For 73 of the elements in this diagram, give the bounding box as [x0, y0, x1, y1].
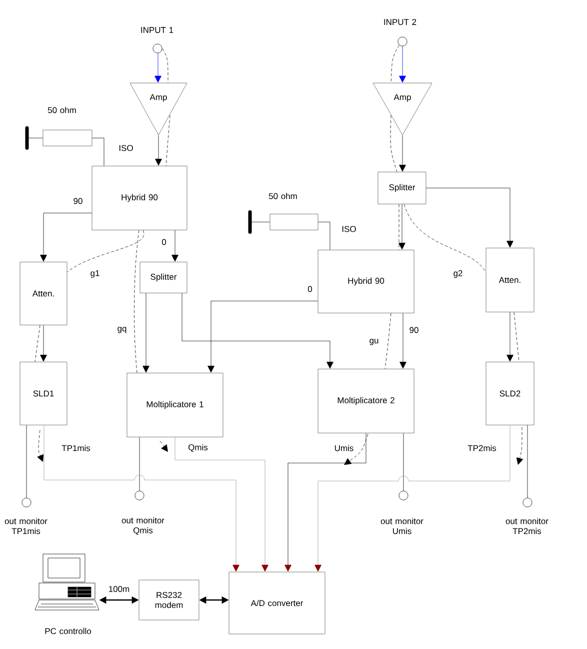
dashed-line — [34, 325, 40, 362]
arrow — [400, 313, 406, 369]
node-caption: out monitor Umis — [380, 518, 424, 534]
edge-label: TP2mis — [466, 444, 498, 452]
edge-label: 90 — [408, 326, 420, 334]
connector-line — [139, 437, 140, 491]
arrow — [314, 425, 510, 572]
block-box: Hybrid 90 — [92, 166, 188, 230]
arrow — [44, 425, 240, 572]
dashed-line — [166, 115, 170, 166]
arrow — [154, 53, 162, 83]
connector-line — [92, 138, 104, 166]
node-caption: PC controllo — [45, 628, 92, 634]
arrow — [40, 212, 92, 262]
block-box: RS232 modem — [138, 580, 200, 620]
dashed-line — [404, 204, 486, 272]
arrow — [284, 433, 366, 572]
edge-label: TP1mis — [60, 444, 92, 452]
connector-line — [318, 222, 330, 250]
edge-label: ISO — [118, 144, 134, 152]
node-caption: 50 ohm — [268, 192, 297, 200]
connector-line — [527, 425, 528, 498]
block-box: Splitter — [140, 262, 188, 294]
arrow — [208, 300, 318, 373]
arrow — [40, 325, 47, 362]
block-box: Hybrid 90 — [318, 250, 414, 314]
node-caption: INPUT 2 — [384, 19, 416, 26]
edge-label: ISO — [340, 225, 358, 234]
connector-line — [403, 433, 404, 491]
arrow — [399, 135, 406, 172]
dashed-line — [384, 313, 392, 369]
node-caption: out monitor TP2mis — [506, 518, 548, 534]
edge-label: Qmis — [187, 443, 209, 453]
block-box: SLD1 — [20, 362, 68, 426]
node-caption: out monitor Qmis — [122, 517, 164, 535]
arrow — [426, 188, 514, 248]
arrow — [399, 46, 406, 83]
edge-label: 0 — [306, 285, 314, 294]
dashed-line — [514, 312, 520, 362]
node-caption: out monitor TP1mis — [4, 518, 48, 534]
block-box: Moltiplicatore 2 — [318, 368, 414, 434]
block-box: Moltiplicatore 1 — [126, 372, 224, 438]
dashed-line — [390, 44, 400, 83]
arrow — [182, 293, 334, 369]
dashed-line — [134, 230, 140, 373]
block-box: A/D converter — [228, 572, 326, 634]
amplifier-triangle: Amp — [372, 82, 432, 136]
block-box: Atten. — [20, 262, 68, 326]
edge-label: 0 — [160, 238, 168, 246]
amplifier-triangle: Amp — [130, 82, 188, 136]
connector-line — [26, 425, 27, 498]
edge-label: g1 — [89, 269, 101, 279]
arrow — [142, 293, 150, 373]
node-caption: INPUT 1 — [141, 27, 174, 33]
node-caption: 50 ohm — [48, 106, 76, 114]
dashed-line — [162, 48, 168, 83]
arrow — [174, 437, 268, 572]
dashed-line — [67, 230, 144, 272]
edge-label: 90 — [72, 197, 84, 206]
edge-label: gq — [116, 326, 128, 334]
arrow — [155, 135, 162, 166]
edge-label: gu — [368, 338, 380, 346]
block-box: Splitter — [378, 172, 426, 204]
arrow — [398, 204, 406, 250]
edge-label: g2 — [452, 269, 464, 279]
block-box: SLD2 — [486, 362, 534, 426]
dashed-line — [390, 115, 398, 172]
edge-label: Umis — [333, 444, 355, 452]
arrow — [506, 312, 514, 362]
arrow — [172, 230, 178, 262]
block-box: Atten. — [486, 248, 534, 312]
edge-label: 100m — [107, 585, 131, 593]
dashed-line — [398, 204, 400, 250]
